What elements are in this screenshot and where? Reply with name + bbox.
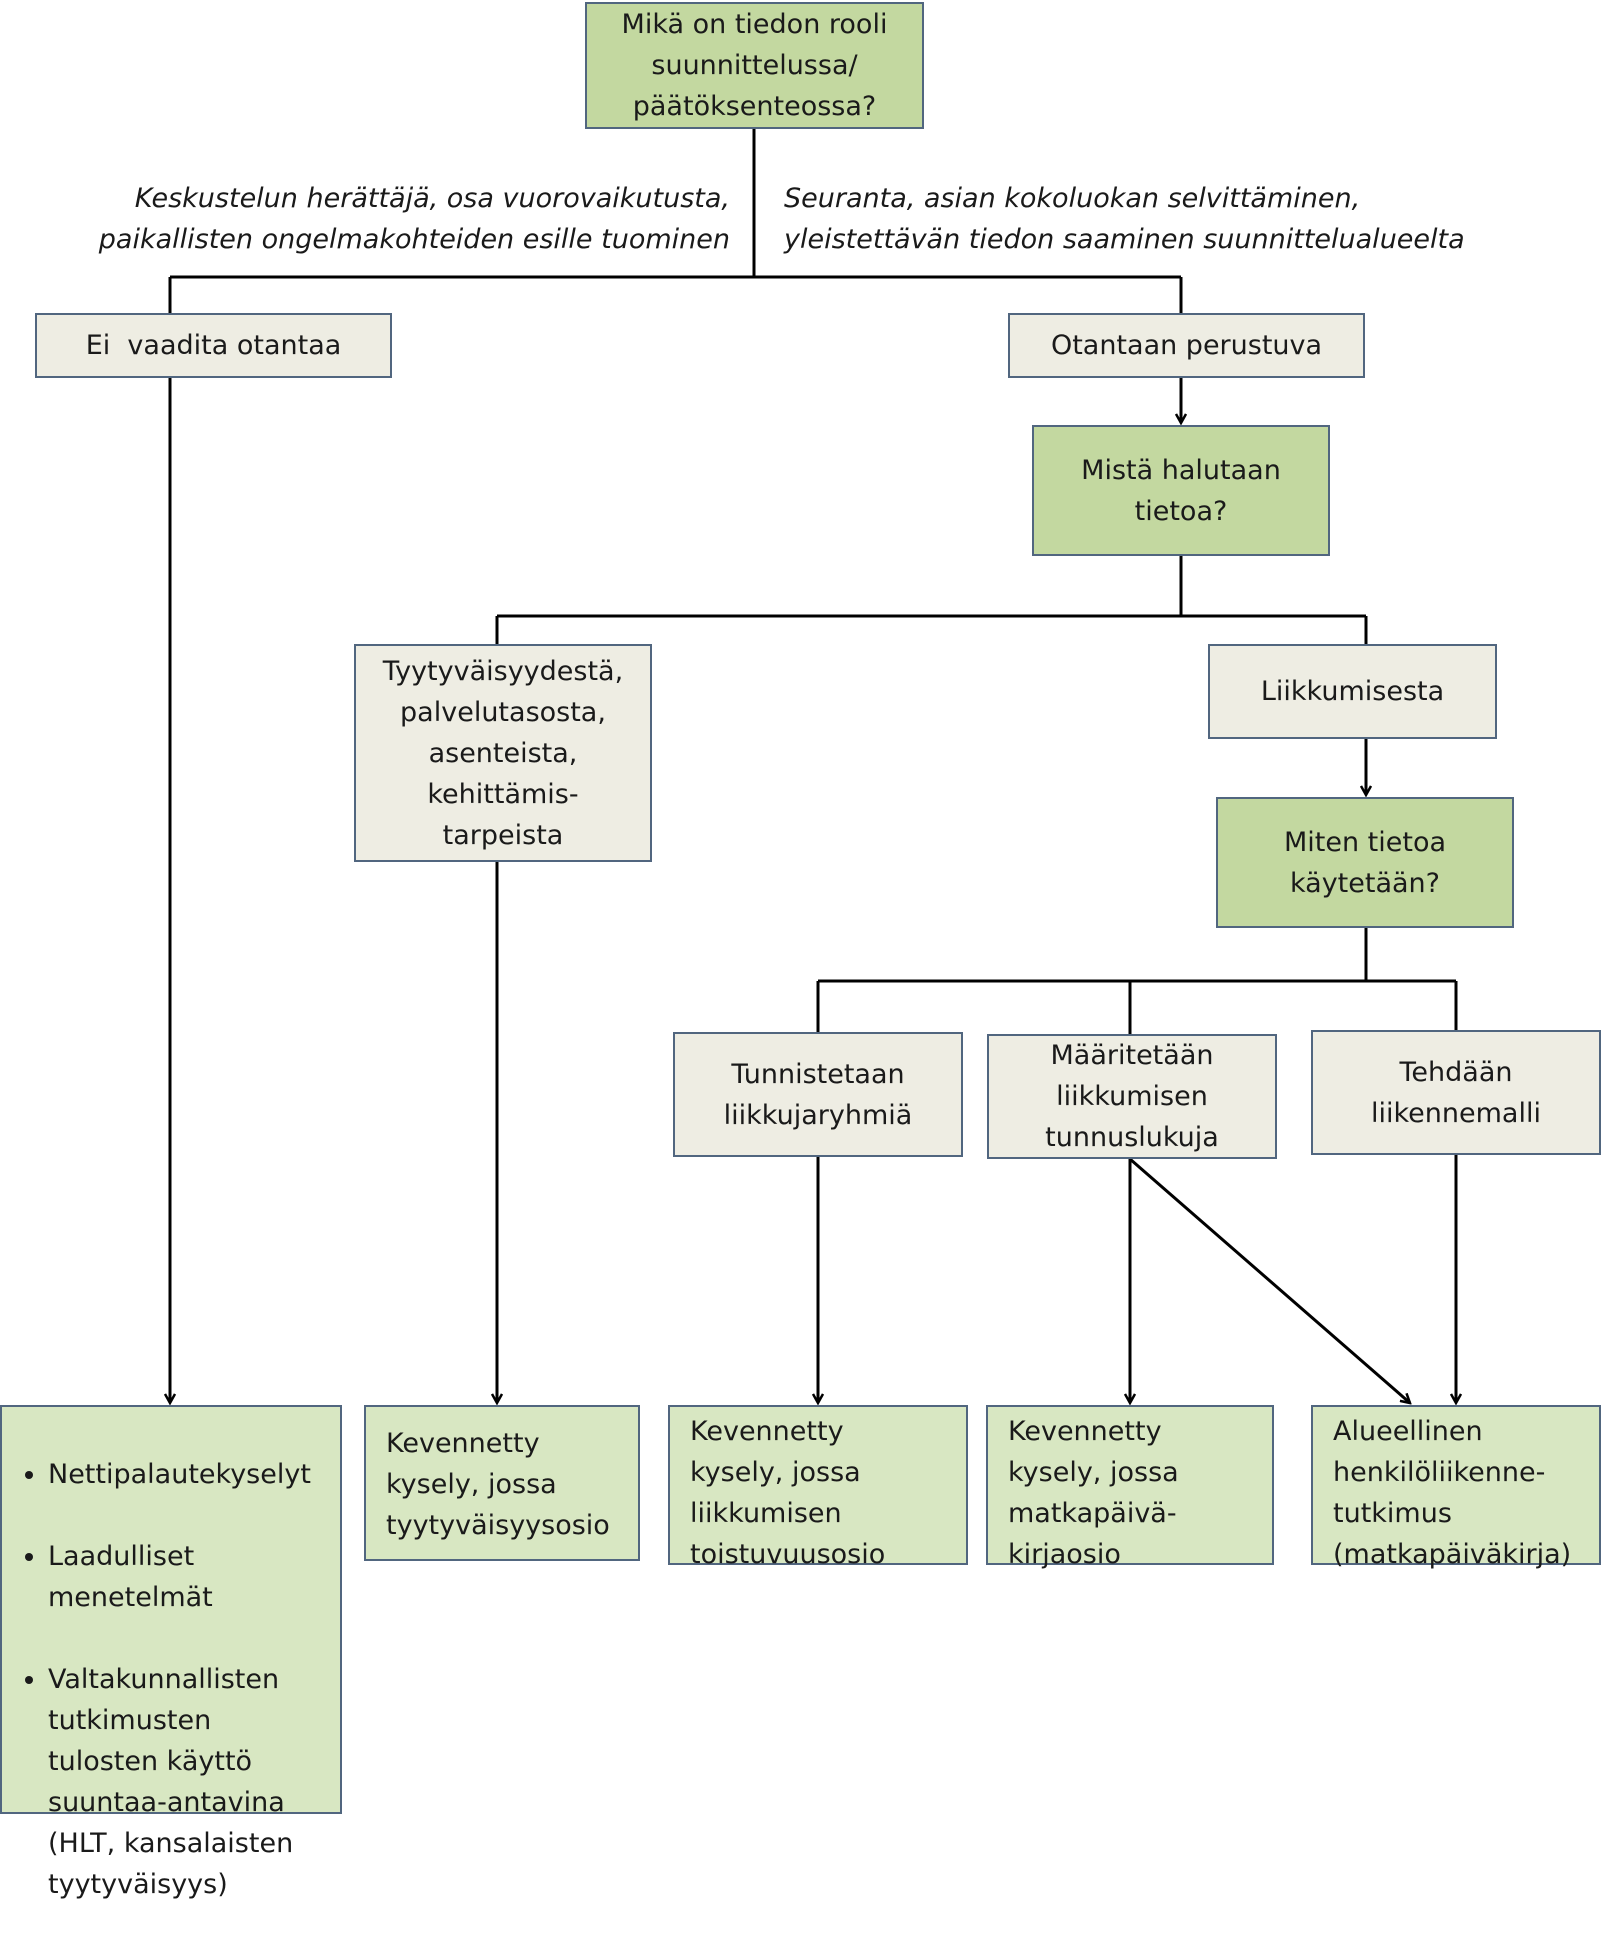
connector-lines	[0, 129, 1601, 1814]
box-traffic-model: Tehdään liikennemalli	[1311, 1030, 1601, 1155]
list-item: Laadulliset menetelmät	[48, 1536, 311, 1618]
list-item: Nettipalautekyselyt	[48, 1454, 311, 1495]
list-item: Valtakunnallisten tutkimusten tulosten k…	[48, 1659, 311, 1905]
flowchart: Mikä on tiedon rooli suunnittelussa/ pää…	[0, 0, 1601, 1814]
box-role-question: Mikä on tiedon rooli suunnittelussa/ pää…	[585, 2, 924, 129]
box-regional-survey: Alueellinen henkilöliikenne- tutkimus (m…	[1311, 1405, 1601, 1570]
box-define-indicators: Määritetään liikkumisen tunnuslukuja	[987, 1034, 1277, 1159]
box-use-question: Miten tietoa käytetään?	[1216, 797, 1514, 928]
box-mobility: Liikkumisesta	[1208, 644, 1497, 739]
box-methods: Nettipalautekyselyt Laadulliset menetelm…	[0, 1405, 342, 1900]
box-satisfaction: Tyytyväisyydestä, palvelutasosta, asente…	[354, 644, 652, 862]
note-left: Keskustelun herättäjä, osa vuorovaikutus…	[98, 183, 730, 255]
arrow-define-to-regional	[1129, 1157, 1410, 1403]
box-light-diary: Kevennetty kysely, jossa matkapäivä- kir…	[986, 1405, 1274, 1570]
box-no-sampling: Ei vaadita otantaa	[35, 313, 392, 378]
box-sampling: Otantaan perustuva	[1008, 313, 1365, 378]
box-light-repeat: Kevennetty kysely, jossa liikkumisen toi…	[668, 1405, 968, 1570]
note-right: Seuranta, asian kokoluokan selvittäminen…	[784, 183, 1465, 255]
methods-list: Nettipalautekyselyt Laadulliset menetelm…	[24, 1413, 311, 1946]
box-where-question: Mistä halutaan tietoa?	[1032, 425, 1330, 556]
box-identify-groups: Tunnistetaan liikkujaryhmiä	[673, 1032, 963, 1157]
box-light-satisfaction: Kevennetty kysely, jossa tyytyväisyysosi…	[364, 1405, 640, 1561]
